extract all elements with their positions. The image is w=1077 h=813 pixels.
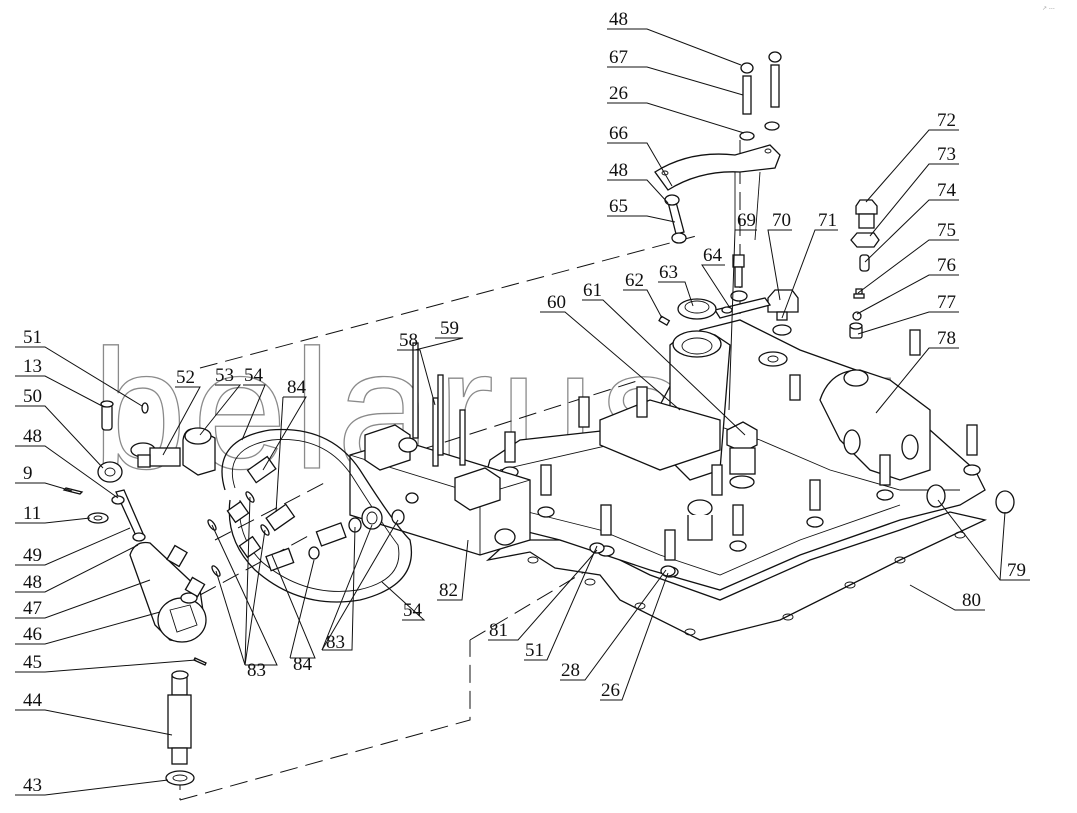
callout-69: 69 xyxy=(737,210,756,231)
callout-79: 79 xyxy=(1007,560,1026,581)
callout-82: 82 xyxy=(439,580,458,601)
seat-77 xyxy=(849,322,863,339)
stud-67-a xyxy=(739,62,755,141)
callout-13: 13 xyxy=(23,356,42,377)
callout-75: 75 xyxy=(937,220,956,241)
plug-79-b xyxy=(995,490,1015,514)
banjo-fitting-54 xyxy=(361,506,383,530)
callout-76: 76 xyxy=(937,255,956,276)
callout-67: 67 xyxy=(609,47,628,68)
callout-77: 77 xyxy=(937,292,956,313)
seals-83 xyxy=(207,491,405,577)
callout-52: 52 xyxy=(176,367,195,388)
callout-59: 59 xyxy=(440,318,459,339)
callout-84: 84 xyxy=(293,654,313,675)
callout-48: 48 xyxy=(23,572,42,593)
callout-53: 53 xyxy=(215,365,234,386)
washer-near-71 xyxy=(758,351,788,367)
nut-51 xyxy=(141,402,149,414)
callout-47: 47 xyxy=(23,598,42,619)
hose-end-b xyxy=(238,535,262,559)
callout-54: 54 xyxy=(403,600,423,621)
lever-47 xyxy=(129,541,207,643)
callout-51: 51 xyxy=(23,327,42,348)
callout-48: 48 xyxy=(609,9,628,30)
callout-9: 9 xyxy=(23,463,33,484)
callout-28: 28 xyxy=(561,660,580,681)
pin-69 xyxy=(730,254,748,302)
callout-60: 60 xyxy=(547,292,566,313)
callout-44: 44 xyxy=(23,690,43,711)
callout-48: 48 xyxy=(609,160,628,181)
bolts-58-59 xyxy=(412,342,466,467)
callout-48: 48 xyxy=(23,426,42,447)
pin-13 xyxy=(100,400,114,431)
callout-73: 73 xyxy=(937,144,956,165)
callout-84: 84 xyxy=(287,377,307,398)
hose-54 xyxy=(221,428,412,603)
callout-83: 83 xyxy=(326,632,345,653)
callout-65: 65 xyxy=(609,196,628,217)
bracket-66 xyxy=(654,144,781,241)
fitting-52 xyxy=(130,442,181,468)
spring-74 xyxy=(859,254,870,272)
hose-54-inner xyxy=(231,439,400,592)
plunger-75 xyxy=(853,288,865,299)
callout-46: 46 xyxy=(23,624,42,645)
nut-73 xyxy=(850,232,880,248)
bolt-72 xyxy=(855,199,878,229)
callout-11: 11 xyxy=(23,503,41,524)
rod-49 xyxy=(111,489,146,542)
callout-80: 80 xyxy=(962,590,981,611)
seal-63 xyxy=(677,298,717,320)
callout-51: 51 xyxy=(525,640,544,661)
callout-70: 70 xyxy=(772,210,791,231)
callout-26: 26 xyxy=(601,680,620,701)
callout-54: 54 xyxy=(244,365,264,386)
hose-end-a xyxy=(226,500,250,524)
callout-49: 49 xyxy=(23,545,42,566)
callout-81: 81 xyxy=(489,620,508,641)
stud-67-b xyxy=(764,51,782,131)
callout-63: 63 xyxy=(659,262,678,283)
pin-45 xyxy=(193,657,207,666)
clamp-53 xyxy=(182,427,216,476)
shaft-44 xyxy=(167,670,192,765)
nut-51-washer-28 xyxy=(589,542,676,577)
callout-72: 72 xyxy=(937,110,956,131)
callout-66: 66 xyxy=(609,123,628,144)
callout-64: 64 xyxy=(703,245,723,266)
ball-76 xyxy=(852,311,862,321)
washer-43 xyxy=(165,770,195,786)
washer-11 xyxy=(87,512,109,524)
callout-62: 62 xyxy=(625,270,644,291)
plug-79-a xyxy=(926,484,946,508)
callout-61: 61 xyxy=(583,280,602,301)
cotter-pin-9 xyxy=(62,487,84,495)
callout-labels: 48 67 26 66 48 65 72 73 74 75 76 77 78 6… xyxy=(23,9,1026,796)
callout-83: 83 xyxy=(247,660,266,681)
banjo-bolts-84 xyxy=(246,455,347,572)
plug-assembly-61 xyxy=(726,421,758,489)
callout-58: 58 xyxy=(399,330,418,351)
callout-50: 50 xyxy=(23,386,42,407)
callout-71: 71 xyxy=(818,210,837,231)
rod-end-50 xyxy=(97,461,123,483)
plate-64 xyxy=(713,297,772,319)
callout-45: 45 xyxy=(23,652,42,673)
callout-43: 43 xyxy=(23,775,42,796)
valve-block-82 xyxy=(349,424,531,556)
pin-62 xyxy=(658,315,671,326)
corner-mark: ↗ --- xyxy=(1042,6,1055,12)
callout-74: 74 xyxy=(937,180,957,201)
link-rod-65 xyxy=(664,194,687,244)
label-underlines xyxy=(15,28,1030,796)
callout-78: 78 xyxy=(937,328,956,349)
callout-26: 26 xyxy=(609,83,628,104)
